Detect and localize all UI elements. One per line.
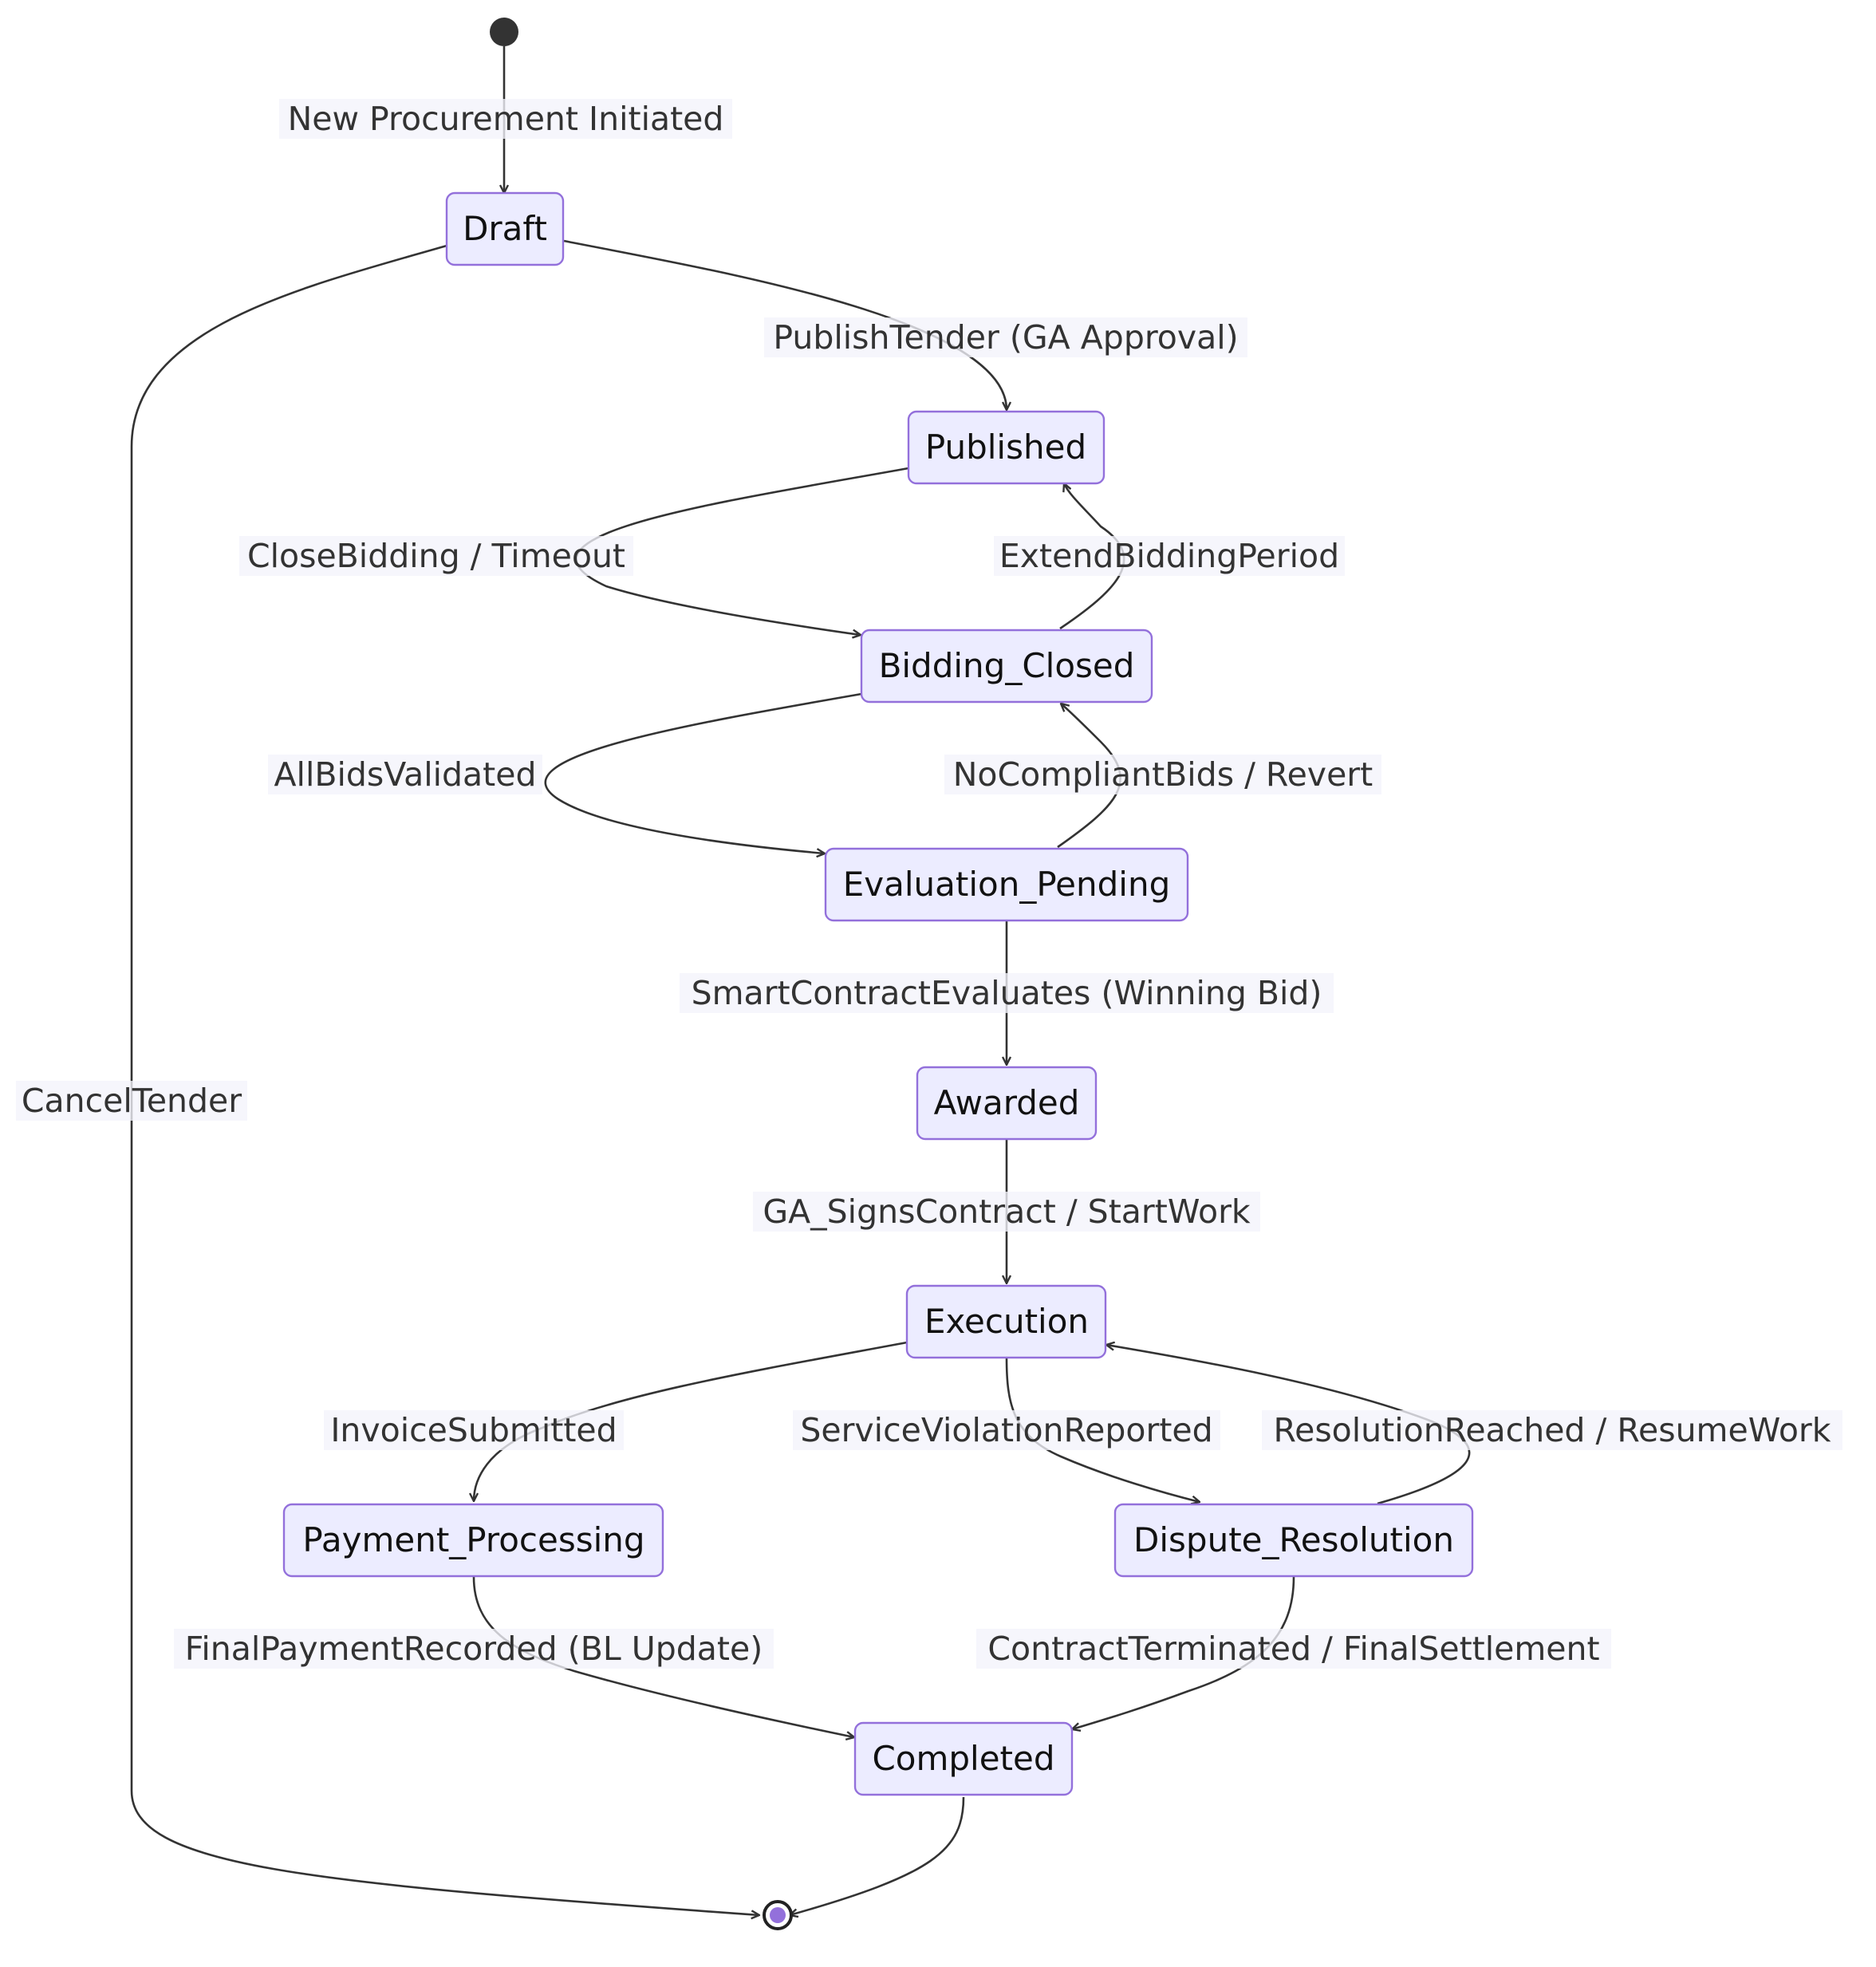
label-bg-extend — [994, 536, 1345, 576]
state-completed[interactable]: Completed — [853, 1721, 1074, 1796]
state-dispute-resolution[interactable]: Dispute_Resolution — [1113, 1503, 1474, 1578]
state-payment-processing[interactable]: Payment_Processing — [282, 1503, 664, 1578]
label-bg-evaluate — [680, 973, 1334, 1013]
state-label-evaluation-pending: Evaluation_Pending — [843, 865, 1171, 904]
edge-execution-payment — [474, 1341, 908, 1501]
label-publish: PublishTender (GA Approval) — [773, 318, 1238, 357]
state-evaluation-pending[interactable]: Evaluation_Pending — [824, 847, 1189, 922]
label-close-bidding: CloseBidding / Timeout — [247, 537, 625, 575]
label-terminated: ContractTerminated / FinalSettlement — [987, 1630, 1599, 1668]
label-validated: AllBidsValidated — [274, 755, 537, 794]
label-bg-final-payment — [174, 1629, 774, 1669]
edge-draft-published — [563, 239, 1007, 410]
state-execution[interactable]: Execution — [905, 1284, 1107, 1359]
label-bg-initiate — [279, 99, 732, 139]
state-label-bidding-closed: Bidding_Closed — [879, 646, 1135, 685]
label-bg-revert — [944, 755, 1381, 794]
label-bg-resolution — [1262, 1410, 1843, 1450]
label-bg-invoice — [324, 1410, 624, 1450]
label-revert: NoCompliantBids / Revert — [953, 755, 1373, 794]
label-final-payment: FinalPaymentRecorded (BL Update) — [185, 1630, 763, 1668]
label-bg-terminated — [976, 1629, 1611, 1669]
edge-execution-dispute — [1005, 1357, 1200, 1502]
label-cancel: CancelTender — [22, 1082, 242, 1120]
label-bg-violation — [793, 1410, 1220, 1450]
label-violation: ServiceViolationReported — [800, 1411, 1212, 1449]
label-bg-publish — [764, 317, 1247, 357]
state-label-published: Published — [925, 428, 1086, 467]
label-bg-sign — [753, 1192, 1260, 1232]
state-awarded[interactable]: Awarded — [916, 1066, 1098, 1141]
state-published[interactable]: Published — [907, 410, 1106, 485]
state-label-draft: Draft — [463, 209, 547, 248]
label-extend: ExtendBiddingPeriod — [999, 537, 1339, 575]
transition-labels: New Procurement Initiated PublishTender … — [16, 99, 1843, 1669]
edge-draft-end — [130, 244, 759, 1915]
state-bidding-closed[interactable]: Bidding_Closed — [860, 629, 1153, 704]
transition-edges — [130, 46, 1471, 1915]
start-marker — [490, 18, 518, 46]
label-invoice: InvoiceSubmitted — [330, 1411, 617, 1449]
label-initiate: New Procurement Initiated — [288, 100, 724, 138]
states: Draft Published Bidding_Closed Evaluatio… — [282, 18, 1474, 1930]
label-bg-cancel — [16, 1081, 247, 1121]
edge-completed-end — [790, 1796, 965, 1915]
label-resolution: ResolutionReached / ResumeWork — [1273, 1411, 1831, 1449]
end-marker — [763, 1900, 793, 1930]
label-bg-validated — [268, 755, 542, 794]
edge-bidding-evaluation — [544, 692, 862, 853]
edge-dispute-completed — [1072, 1576, 1295, 1729]
state-draft[interactable]: Draft — [445, 191, 565, 266]
state-label-dispute-resolution: Dispute_Resolution — [1133, 1520, 1454, 1559]
state-label-completed: Completed — [872, 1739, 1054, 1778]
state-label-awarded: Awarded — [934, 1083, 1080, 1122]
label-evaluate: SmartContractEvaluates (Winning Bid) — [692, 974, 1322, 1012]
label-sign: GA_SignsContract / StartWork — [763, 1192, 1251, 1231]
state-label-execution: Execution — [924, 1302, 1089, 1341]
edge-payment-completed — [472, 1576, 854, 1737]
label-bg-close-bidding — [239, 536, 633, 576]
state-label-payment-processing: Payment_Processing — [302, 1520, 644, 1559]
